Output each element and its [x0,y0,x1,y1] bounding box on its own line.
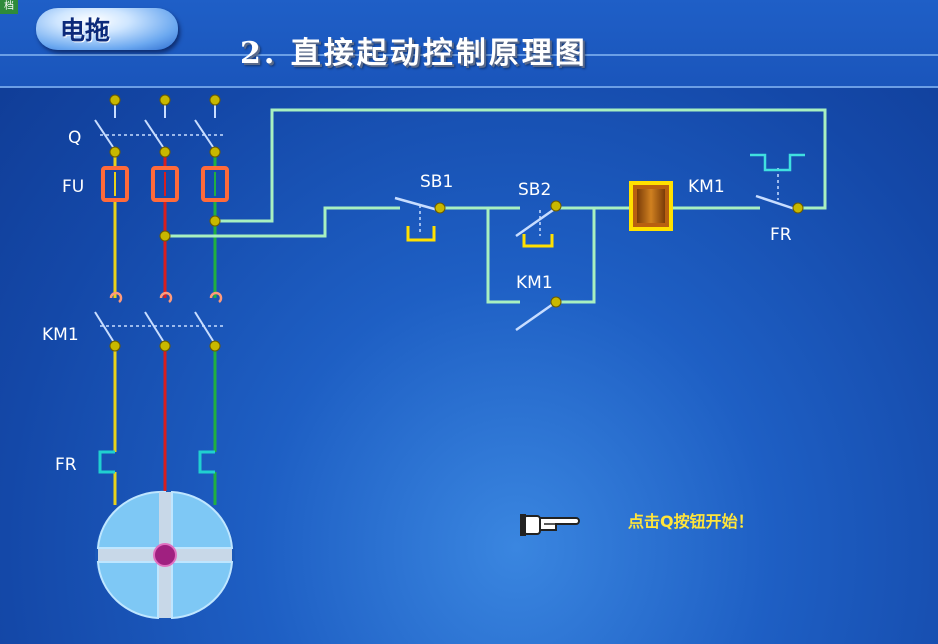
fr-thermal-element [98,450,215,474]
control-circuit [165,108,827,304]
km1-main-contacts [94,291,225,352]
header-divider-bottom [0,86,938,88]
control-nodes [159,215,221,242]
label-sb1: SB1 [420,172,453,192]
sb2-start-button[interactable] [515,200,562,248]
corner-tag: 档 [0,0,18,14]
km1-coil [629,181,673,231]
page-title: 2. 直接起动控制原理图 [240,36,588,71]
label-km1-aux: KM1 [516,273,553,293]
q-switch[interactable] [94,94,225,158]
power-circuit [94,94,235,620]
label-q: Q [68,128,81,148]
section-badge[interactable]: 电拖 [36,8,178,50]
label-fu: FU [62,177,84,197]
label-km1-main: KM1 [42,325,79,345]
km1-aux-contact [515,296,562,332]
label-fr-control: FR [770,225,792,245]
fr-control-contact [750,153,805,214]
header-divider [0,54,938,56]
section-badge-label: 电拖 [60,16,111,45]
sb1-stop-button[interactable] [394,196,446,242]
motor-icon [95,490,235,620]
label-km1-coil: KM1 [688,177,725,197]
pointing-hand-icon[interactable] [520,514,580,536]
label-fr-main: FR [55,455,77,475]
fuses [101,166,229,202]
start-hint: 点击Q按钮开始！ [628,512,754,531]
label-sb2: SB2 [518,180,551,200]
